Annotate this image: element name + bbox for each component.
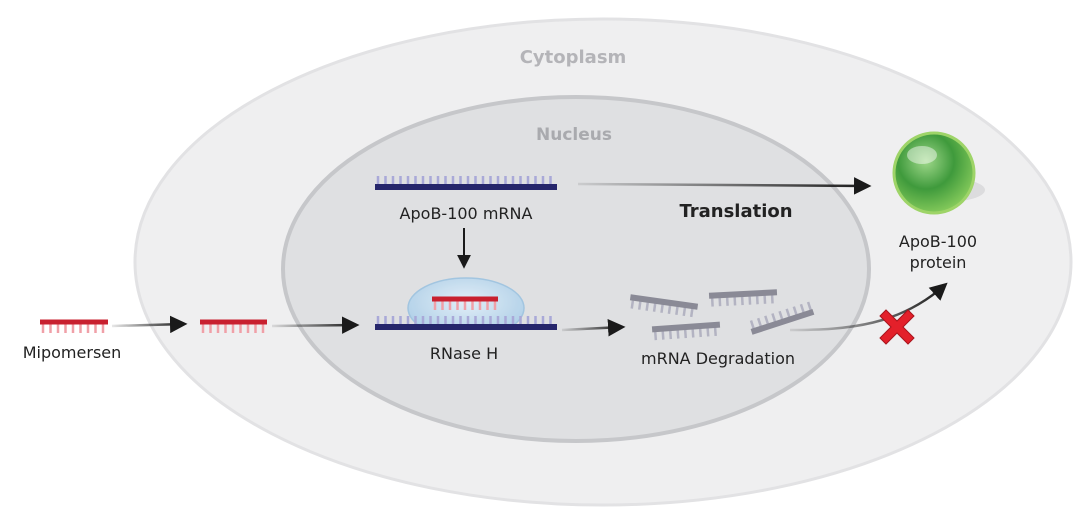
apob-mrna-strand bbox=[375, 176, 557, 190]
mipomersen-arrow-2 bbox=[271, 316, 360, 334]
degraded-fragment-3 bbox=[651, 321, 721, 341]
rnase-h-label: RNase H bbox=[430, 344, 498, 363]
red-x-icon bbox=[879, 309, 915, 345]
mrna-strand-bound bbox=[375, 316, 557, 330]
mipomersen-bound-strand bbox=[432, 296, 498, 310]
nucleus-label: Nucleus bbox=[536, 125, 612, 145]
degraded-fragment-2 bbox=[708, 289, 778, 307]
protein-label-line2: protein bbox=[910, 253, 967, 272]
translation-arrow bbox=[577, 177, 872, 195]
nucleus-region bbox=[281, 95, 871, 443]
degraded-fragment-4 bbox=[749, 301, 815, 335]
mipomersen-arrow-1 bbox=[111, 315, 188, 334]
apob-mrna-label: ApoB-100 mRNA bbox=[400, 204, 533, 223]
mrna-degradation-label: mRNA Degradation bbox=[641, 349, 795, 368]
protein-label-line1: ApoB-100 bbox=[899, 232, 977, 251]
green-sphere-icon bbox=[892, 131, 985, 215]
translation-label: Translation bbox=[679, 201, 792, 222]
mipomersen-strand-2 bbox=[200, 319, 267, 333]
cytoplasm-label: Cytoplasm bbox=[520, 47, 627, 68]
mipomersen-label: Mipomersen bbox=[23, 343, 122, 362]
degraded-fragment-1 bbox=[629, 294, 699, 318]
degradation-arrow bbox=[561, 318, 626, 337]
blocked-translation-arrow bbox=[789, 282, 948, 332]
mipomersen-strand-1 bbox=[40, 319, 108, 333]
